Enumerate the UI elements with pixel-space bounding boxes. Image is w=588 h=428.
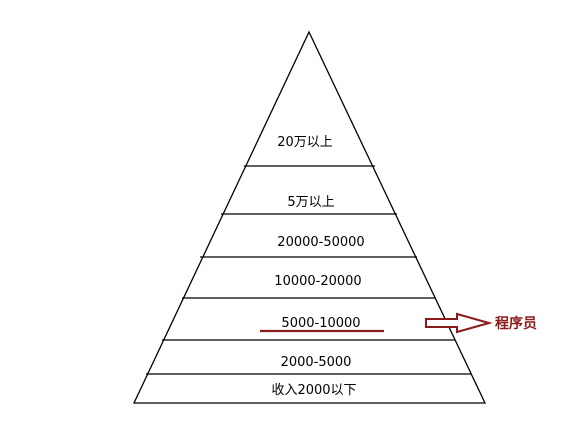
level-label-top: 20万以上: [277, 135, 333, 150]
arrow-right-icon: [425, 312, 493, 334]
level-label: 20000-50000: [277, 235, 364, 250]
level-label: 5万以上: [287, 195, 334, 210]
level-label: 10000-20000: [274, 274, 361, 289]
level-label-bottom: 收入2000以下: [271, 383, 356, 398]
callout-label: 程序员: [495, 315, 537, 332]
pyramid-outline: [132, 30, 487, 404]
level-label: 2000-5000: [281, 355, 352, 370]
level-label-highlighted: 5000-10000: [281, 316, 360, 331]
